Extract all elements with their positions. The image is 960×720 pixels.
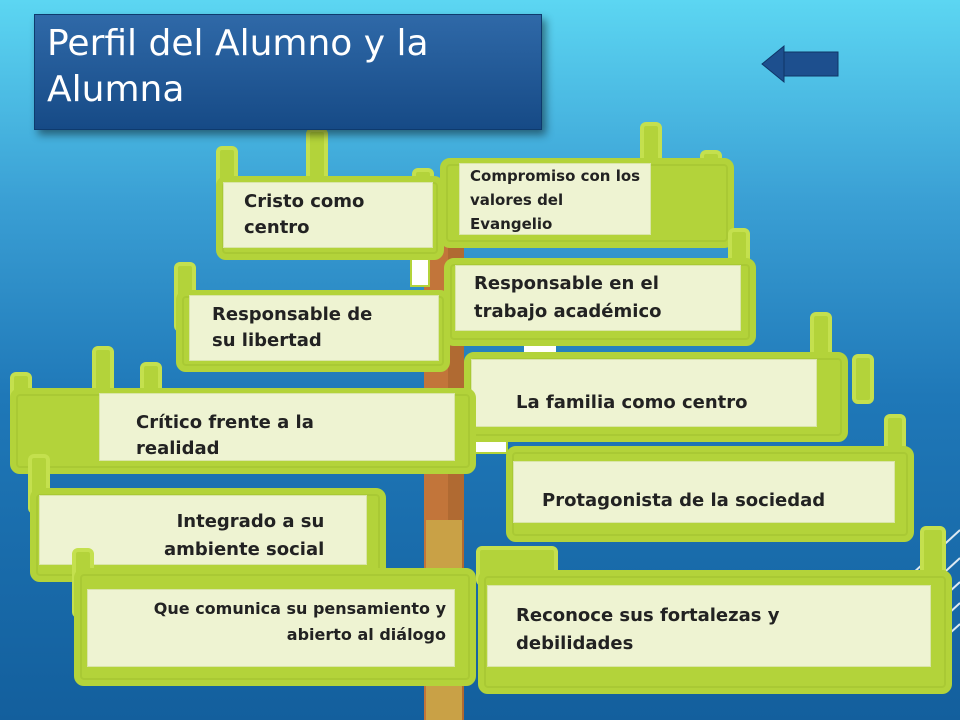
- leaf-card-compromiso: Compromiso con los valores del Evangelio: [460, 164, 650, 234]
- leaf-card-familia: La familia como centro: [472, 360, 816, 426]
- leaf-card-libertad: Responsable de su libertad: [190, 296, 438, 360]
- leaf-card-integrado: Integrado a su ambiente social: [40, 496, 366, 564]
- label-critico: Crítico frente a la realidad: [136, 412, 314, 459]
- leaf-card-academico: Responsable en el trabajo académico: [456, 266, 740, 330]
- label-academico: Responsable en el trabajo académico: [474, 273, 662, 322]
- label-familia: La familia como centro: [516, 392, 748, 413]
- label-compromiso: Compromiso con los valores del Evangelio: [470, 167, 641, 233]
- title-box: Perfil del Alumno y la Alumna: [34, 14, 542, 130]
- label-integrado: Integrado a su ambiente social: [164, 511, 325, 560]
- label-reconoce: Reconoce sus fortalezas y debilidades: [516, 605, 780, 654]
- label-libertad: Responsable de su libertad: [212, 304, 373, 351]
- leaf-card-cristo: Cristo como centro: [224, 183, 432, 247]
- connector: [410, 257, 430, 287]
- label-protagonista: Protagonista de la sociedad: [542, 490, 826, 511]
- slide-title: Perfil del Alumno y la Alumna: [47, 23, 429, 110]
- leaf-card-comunica: Que comunica su pensamiento y abierto al…: [88, 590, 454, 666]
- leaf-card-reconoce: Reconoce sus fortalezas y debilidades: [488, 586, 930, 666]
- leaf-card-protagonista: Protagonista de la sociedad: [514, 462, 894, 522]
- back-arrow-icon[interactable]: [760, 44, 840, 84]
- label-cristo: Cristo como centro: [244, 191, 365, 238]
- branch-post: [852, 354, 874, 404]
- leaf-card-critico: Crítico frente a la realidad: [100, 394, 454, 460]
- label-comunica: Que comunica su pensamiento y abierto al…: [153, 599, 446, 644]
